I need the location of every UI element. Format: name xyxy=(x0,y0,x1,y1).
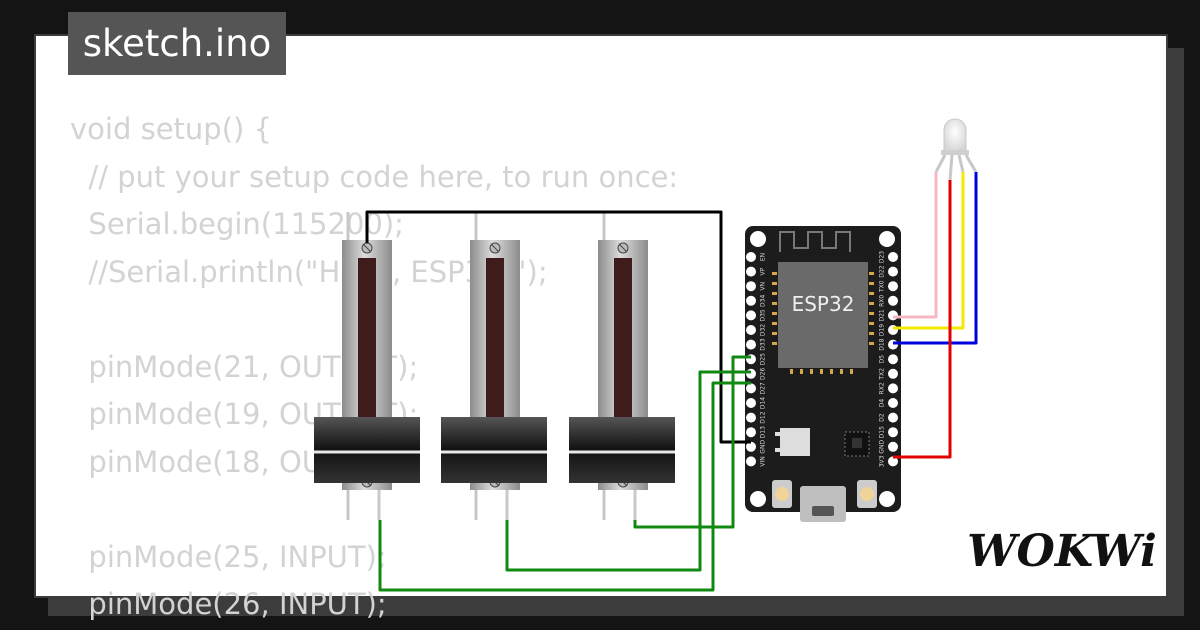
left-pin-label: D34 xyxy=(760,294,767,306)
right-pin-label: 3V3 xyxy=(879,455,886,467)
left-pin-d26[interactable] xyxy=(746,368,756,379)
right-pin-tx0[interactable] xyxy=(888,281,898,292)
code-line: Serial.begin(115200); xyxy=(70,207,404,241)
left-pin-en[interactable] xyxy=(746,252,756,262)
wokwi-logo: WOKWi xyxy=(967,526,1157,577)
right-pin-label: RX2 xyxy=(879,382,886,394)
esp32-chip xyxy=(778,262,868,368)
code-line: pinMode(25, INPUT); xyxy=(70,539,387,574)
code-line: pinMode(26, INPUT); xyxy=(70,587,387,621)
wire-green-d27 xyxy=(633,355,751,529)
left-pin-d12[interactable] xyxy=(746,412,756,423)
code-line: // put your setup code here, to run once… xyxy=(70,159,679,194)
right-pin-rx2[interactable] xyxy=(888,383,898,394)
right-pin-label: D4 xyxy=(879,399,886,408)
right-pin-label: D23 xyxy=(879,251,886,263)
left-pin-label: EN xyxy=(760,253,767,261)
left-pin-label: D27 xyxy=(760,382,767,394)
wire-pink-d22 xyxy=(893,172,938,319)
wire-red-3v3 xyxy=(893,180,952,459)
right-pin-rx0[interactable] xyxy=(888,295,898,306)
rgb-led[interactable] xyxy=(934,118,978,181)
left-pin-label: GND xyxy=(760,440,767,454)
right-pin-d21[interactable] xyxy=(888,310,898,321)
right-pin-label: D18 xyxy=(879,338,886,350)
right-pin-d22[interactable] xyxy=(888,266,898,277)
left-pin-d14[interactable] xyxy=(746,398,756,408)
wire-yellow-d19 xyxy=(893,172,965,330)
left-pin-label: VIN xyxy=(760,456,767,466)
left-pin-label: D32 xyxy=(760,324,767,336)
left-pin-d33[interactable] xyxy=(746,339,756,350)
wire-green-d26 xyxy=(505,370,751,572)
left-pin-label: D12 xyxy=(760,411,767,423)
right-pin-d15[interactable] xyxy=(888,427,898,438)
right-pin-d4[interactable] xyxy=(888,398,898,408)
left-pin-label: D33 xyxy=(760,338,767,350)
left-pin-label: D25 xyxy=(760,353,767,365)
slide-potentiometer-3[interactable] xyxy=(569,212,675,520)
left-pin-vp[interactable] xyxy=(746,266,756,277)
left-pin-vin[interactable] xyxy=(746,456,756,467)
left-pin-d13[interactable] xyxy=(746,427,756,438)
right-pin-label: D21 xyxy=(879,309,886,321)
left-pin-d32[interactable] xyxy=(746,325,756,335)
left-pin-d35[interactable] xyxy=(746,310,756,321)
left-pin-label: D35 xyxy=(760,309,767,321)
right-pin-label: D5 xyxy=(879,355,886,364)
right-pin-d23[interactable] xyxy=(888,252,898,262)
left-pin-d27[interactable] xyxy=(746,383,756,394)
left-pin-label: VP xyxy=(760,267,767,275)
left-pin-d34[interactable] xyxy=(746,295,756,306)
sketch-tab[interactable]: sketch.ino xyxy=(68,12,286,75)
right-pin-label: TX0 xyxy=(879,280,886,293)
right-pin-label: D19 xyxy=(879,324,886,336)
slide-potentiometer-2[interactable] xyxy=(441,212,547,520)
right-pin-label: D2 xyxy=(879,413,886,422)
right-pin-d5[interactable] xyxy=(888,354,898,365)
code-line: void setup() { xyxy=(70,112,272,146)
right-pin-label: GND xyxy=(879,440,886,454)
right-pin-label: D22 xyxy=(879,265,886,277)
chip-label: ESP32 xyxy=(792,292,855,316)
wire-black-gnd xyxy=(365,210,751,444)
left-pin-label: D26 xyxy=(760,367,767,379)
right-pin-label: TX2 xyxy=(879,368,886,381)
right-pin-3v3[interactable] xyxy=(888,456,898,467)
right-pin-d2[interactable] xyxy=(888,412,898,423)
wire-blue-d18 xyxy=(893,172,978,345)
wires xyxy=(365,172,978,592)
left-pin-label: D14 xyxy=(760,397,767,409)
right-pin-label: D15 xyxy=(879,426,886,438)
left-pin-label: D13 xyxy=(760,426,767,438)
left-pin-gnd[interactable] xyxy=(746,441,756,452)
left-pin-vn[interactable] xyxy=(746,281,756,292)
right-pin-gnd[interactable] xyxy=(888,441,898,452)
right-pin-d18[interactable] xyxy=(888,339,898,350)
right-pin-tx2[interactable] xyxy=(888,368,898,379)
right-pin-label: RX0 xyxy=(879,295,886,307)
slide-potentiometer-1[interactable] xyxy=(314,212,420,520)
left-pin-label: VN xyxy=(760,282,767,291)
wire-green-d25 xyxy=(378,381,751,592)
